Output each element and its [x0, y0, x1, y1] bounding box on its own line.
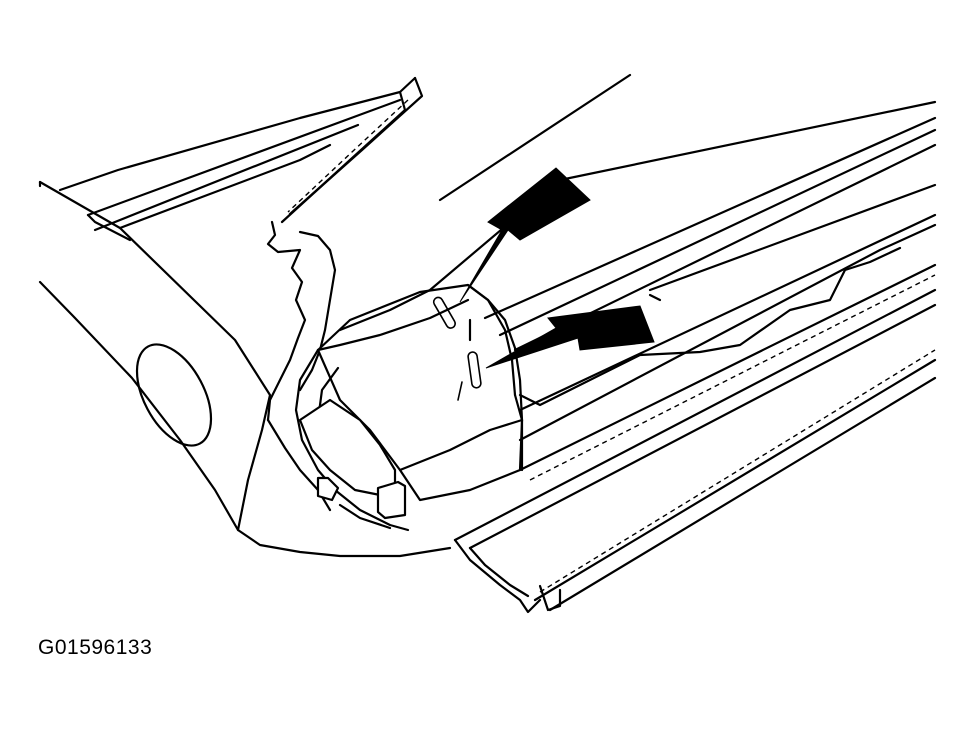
seal-channel [338, 73, 937, 614]
upper-slot [432, 296, 456, 329]
lower-slot-arrow [485, 305, 655, 369]
figure-code: G01596133 [38, 636, 153, 659]
upper-slot-arrow [459, 167, 591, 303]
bracket-oval-hole [135, 343, 213, 447]
connector-open-end [294, 348, 410, 532]
upper-trim-panel [58, 76, 424, 242]
connector-housing [316, 283, 524, 502]
mounting-bracket [38, 180, 452, 558]
lower-slot [467, 351, 482, 389]
